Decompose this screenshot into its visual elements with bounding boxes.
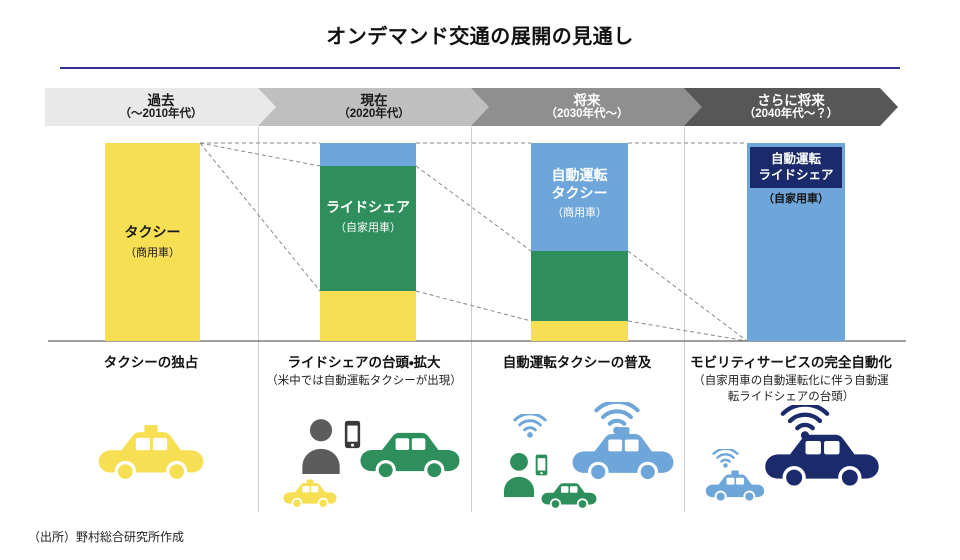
caption-title: 自動運転タクシーの普及	[502, 355, 652, 370]
bar-sublabel: （商用車）	[552, 207, 607, 219]
phase-label: 過去	[147, 92, 175, 108]
phase-label: さらに将来	[757, 92, 825, 108]
phase-arrow-present: 現在 （2020年代）	[258, 88, 490, 126]
caption-subtitle: （米中では自動運転タクシーが出現）	[266, 375, 462, 387]
caption-title: ライドシェアの台頭・拡大	[287, 355, 441, 370]
bar-label-group: 自動運転 タクシー （商用車）	[531, 167, 628, 220]
wifi-small-icon	[712, 449, 739, 468]
autonomous-rideshare-car-icon	[760, 426, 884, 492]
segment-taxi	[105, 143, 200, 341]
caption-far-future: モビリティサービスの完全自動化 （自家用車の自動運転化に伴う自動運転ライドシェア…	[683, 351, 899, 405]
segment-autonomous	[531, 143, 628, 251]
bar-sublabel: （自家用車）	[763, 192, 829, 205]
caption-subtitle: （自家用車の自動運転化に伴う自動運転ライドシェアの台頭）	[693, 375, 889, 403]
rideshare-car-icon	[356, 425, 464, 483]
phase-arrow-far-future: さらに将来 （2040年代～？）	[684, 88, 898, 126]
bar-sublabel: （自家用車）	[335, 221, 401, 234]
caption-past: タクシーの独占	[43, 351, 259, 374]
autonomous-taxi-small-icon	[703, 470, 767, 504]
column-separator	[471, 127, 472, 512]
bar-label-group: ライドシェア （自家用車）	[320, 199, 416, 235]
person-icon	[300, 418, 342, 474]
segment-rideshare	[531, 250, 628, 322]
caption-future: 自動運転タクシーの普及	[469, 351, 685, 374]
segment-taxi	[320, 290, 416, 341]
caption-title: タクシーの独占	[103, 355, 199, 370]
phase-arrow-future: 将来 （2030年代～）	[471, 88, 703, 126]
segment-rideshare	[320, 165, 416, 291]
bar-sublabel: （商用車）	[125, 246, 180, 259]
stacked-bar-present: ライドシェア （自家用車）	[320, 143, 416, 341]
phase-sublabel: （2030年代～）	[545, 108, 629, 121]
taxi-icon	[94, 424, 208, 485]
stacked-bar-future: 自動運転 タクシー （商用車）	[531, 143, 628, 341]
phase-sublabel: （～2010年代）	[119, 108, 203, 121]
bar-label: 自動運転 ライドシェア	[750, 147, 842, 188]
phase-label: 将来	[573, 92, 601, 108]
stacked-bar-far-future: 自動運転 ライドシェア （自家用車）	[747, 143, 845, 341]
caption-present: ライドシェアの台頭・拡大 （米中では自動運転タクシーが出現）	[256, 351, 472, 390]
wifi-icon	[513, 414, 547, 438]
stacked-bar-past: タクシー （商用車）	[105, 143, 200, 341]
bar-label-group: 自動運転 ライドシェア （自家用車）	[750, 147, 842, 206]
person-icon	[502, 452, 536, 497]
phase-sublabel: （2040年代～？）	[743, 108, 839, 121]
phase-sublabel: （2020年代）	[338, 108, 410, 121]
bar-label-group: タクシー （商用車）	[105, 143, 200, 341]
bar-label: タクシー	[124, 224, 181, 241]
smartphone-icon	[535, 454, 548, 476]
taxi-small-icon	[281, 479, 339, 510]
title-divider	[60, 67, 900, 69]
phase-label: 現在	[360, 92, 388, 108]
bar-label: ライドシェア	[326, 199, 410, 215]
segment-taxi	[531, 321, 628, 341]
column-separator	[684, 127, 685, 512]
rideshare-car-small-icon	[539, 479, 599, 511]
bar-label: 自動運転 タクシー	[551, 167, 608, 201]
column-separator	[258, 127, 259, 512]
phase-arrow-past: 過去 （～2010年代）	[45, 88, 277, 126]
autonomous-taxi-car-icon	[568, 426, 678, 485]
page-title: オンデマンド交通の展開の見通し	[326, 26, 634, 48]
caption-title: モビリティサービスの完全自動化	[690, 355, 892, 370]
source-note: （出所）野村総合研究所作成	[28, 530, 185, 544]
segment-autonomous	[320, 143, 416, 166]
